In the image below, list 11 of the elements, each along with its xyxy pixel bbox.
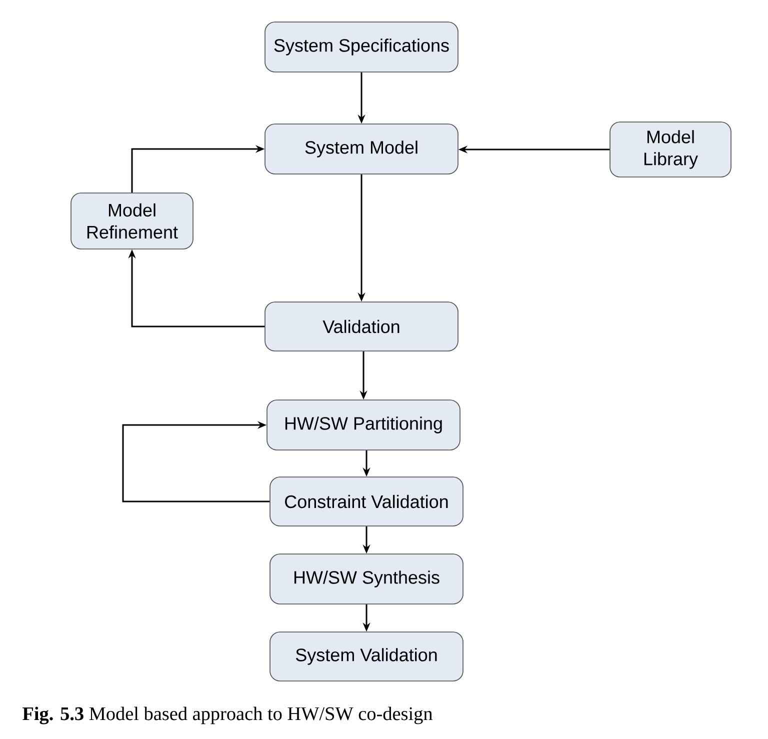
- arrow: [122, 421, 270, 502]
- process-box: HW/SW Synthesis: [270, 554, 464, 604]
- figure-caption: Fig. 5.3 Model based approach to HW/SW co-design: [22, 706, 432, 724]
- process-box: System Specifications: [264, 22, 458, 72]
- process-box: System Model: [264, 124, 458, 174]
- process-box: Constraint Validation: [270, 476, 464, 526]
- process-box: Model Refinement: [70, 192, 194, 250]
- process-box: HW/SW Partitioning: [266, 400, 460, 450]
- process-box: Validation: [264, 302, 458, 352]
- process-box: System Validation: [270, 632, 464, 682]
- process-box: Model Library: [610, 122, 732, 178]
